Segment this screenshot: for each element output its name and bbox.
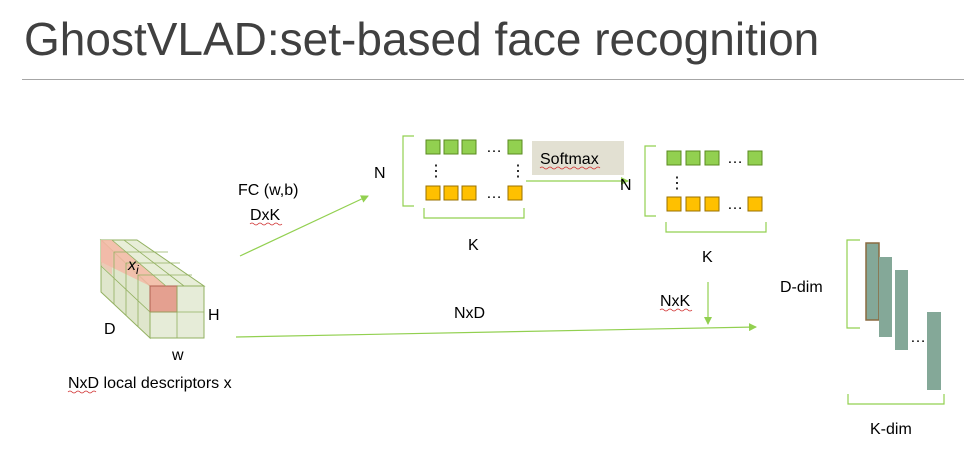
descriptor-tensor bbox=[99, 238, 206, 340]
spellcheck-underline-dxk bbox=[249, 222, 283, 226]
tensor-d-label: D bbox=[104, 321, 116, 338]
output-descriptor: … bbox=[865, 242, 941, 390]
nxd-label: NxD bbox=[454, 305, 485, 322]
dxk-label: DxK bbox=[250, 207, 281, 224]
tensor-h-label: H bbox=[208, 307, 220, 324]
k-dim-label: K-dim bbox=[870, 421, 912, 438]
row-ellipsis: … bbox=[486, 139, 502, 156]
k-right-brace bbox=[665, 222, 767, 233]
tensor-w-label: w bbox=[171, 347, 184, 364]
matrix-cell bbox=[443, 139, 459, 155]
matrix-cell bbox=[461, 185, 477, 201]
matrix-cell bbox=[666, 196, 682, 212]
bar-ellipsis: … bbox=[910, 329, 926, 346]
column-vdots: ⋮ bbox=[669, 175, 685, 192]
output-bar bbox=[895, 270, 908, 350]
d-dim-brace bbox=[846, 239, 860, 329]
matrix-cell bbox=[685, 196, 701, 212]
row-ellipsis: … bbox=[727, 196, 743, 213]
page-title: GhostVLAD:set-based face recognition bbox=[24, 13, 820, 65]
k-left-label: K bbox=[468, 237, 479, 254]
matrix-cell bbox=[704, 196, 720, 212]
tensor-caption: NxD local descriptors x bbox=[68, 375, 232, 392]
matrix-cell bbox=[507, 185, 523, 201]
fc-arrow bbox=[239, 195, 369, 257]
softmax-label: Softmax bbox=[540, 151, 599, 168]
descriptor-front-highlight bbox=[149, 285, 178, 313]
fc-label: FC (w,b) bbox=[238, 182, 298, 199]
matrix-cell bbox=[685, 150, 701, 166]
matrix-cell bbox=[666, 150, 682, 166]
n-right-brace bbox=[644, 145, 656, 217]
k-right-label: K bbox=[702, 249, 713, 266]
n-right-label: N bbox=[620, 177, 632, 194]
k-left-brace bbox=[423, 208, 525, 219]
k-dim-brace bbox=[847, 394, 945, 405]
matrix-cell bbox=[747, 150, 763, 166]
left-matrix: … ⋮ ⋮ … bbox=[425, 139, 526, 202]
spellcheck-underline-nxd-caption bbox=[67, 390, 97, 394]
column-vdots: ⋮ bbox=[510, 163, 526, 180]
spellcheck-underline-nxk bbox=[659, 308, 693, 312]
n-left-brace bbox=[402, 135, 414, 207]
output-bar bbox=[865, 242, 880, 321]
nxd-arrow bbox=[235, 323, 757, 338]
output-bar bbox=[879, 257, 892, 337]
right-matrix: … ⋮ … bbox=[666, 150, 763, 213]
d-dim-label: D-dim bbox=[780, 279, 823, 296]
row-ellipsis: … bbox=[486, 185, 502, 202]
title-divider bbox=[22, 79, 964, 80]
matrix-cell bbox=[425, 139, 441, 155]
spellcheck-underline-softmax bbox=[539, 166, 601, 170]
n-left-label: N bbox=[374, 165, 386, 182]
matrix-cell bbox=[704, 150, 720, 166]
matrix-cell bbox=[443, 185, 459, 201]
matrix-cell bbox=[507, 139, 523, 155]
nxk-label: NxK bbox=[660, 293, 691, 310]
column-vdots: ⋮ bbox=[428, 163, 444, 180]
matrix-cell bbox=[461, 139, 477, 155]
xi-label: xi bbox=[127, 257, 139, 277]
matrix-cell bbox=[747, 196, 763, 212]
output-bar bbox=[927, 312, 941, 390]
row-ellipsis: … bbox=[727, 150, 743, 167]
descriptor-side-highlight bbox=[101, 240, 112, 275]
matrix-cell bbox=[425, 185, 441, 201]
